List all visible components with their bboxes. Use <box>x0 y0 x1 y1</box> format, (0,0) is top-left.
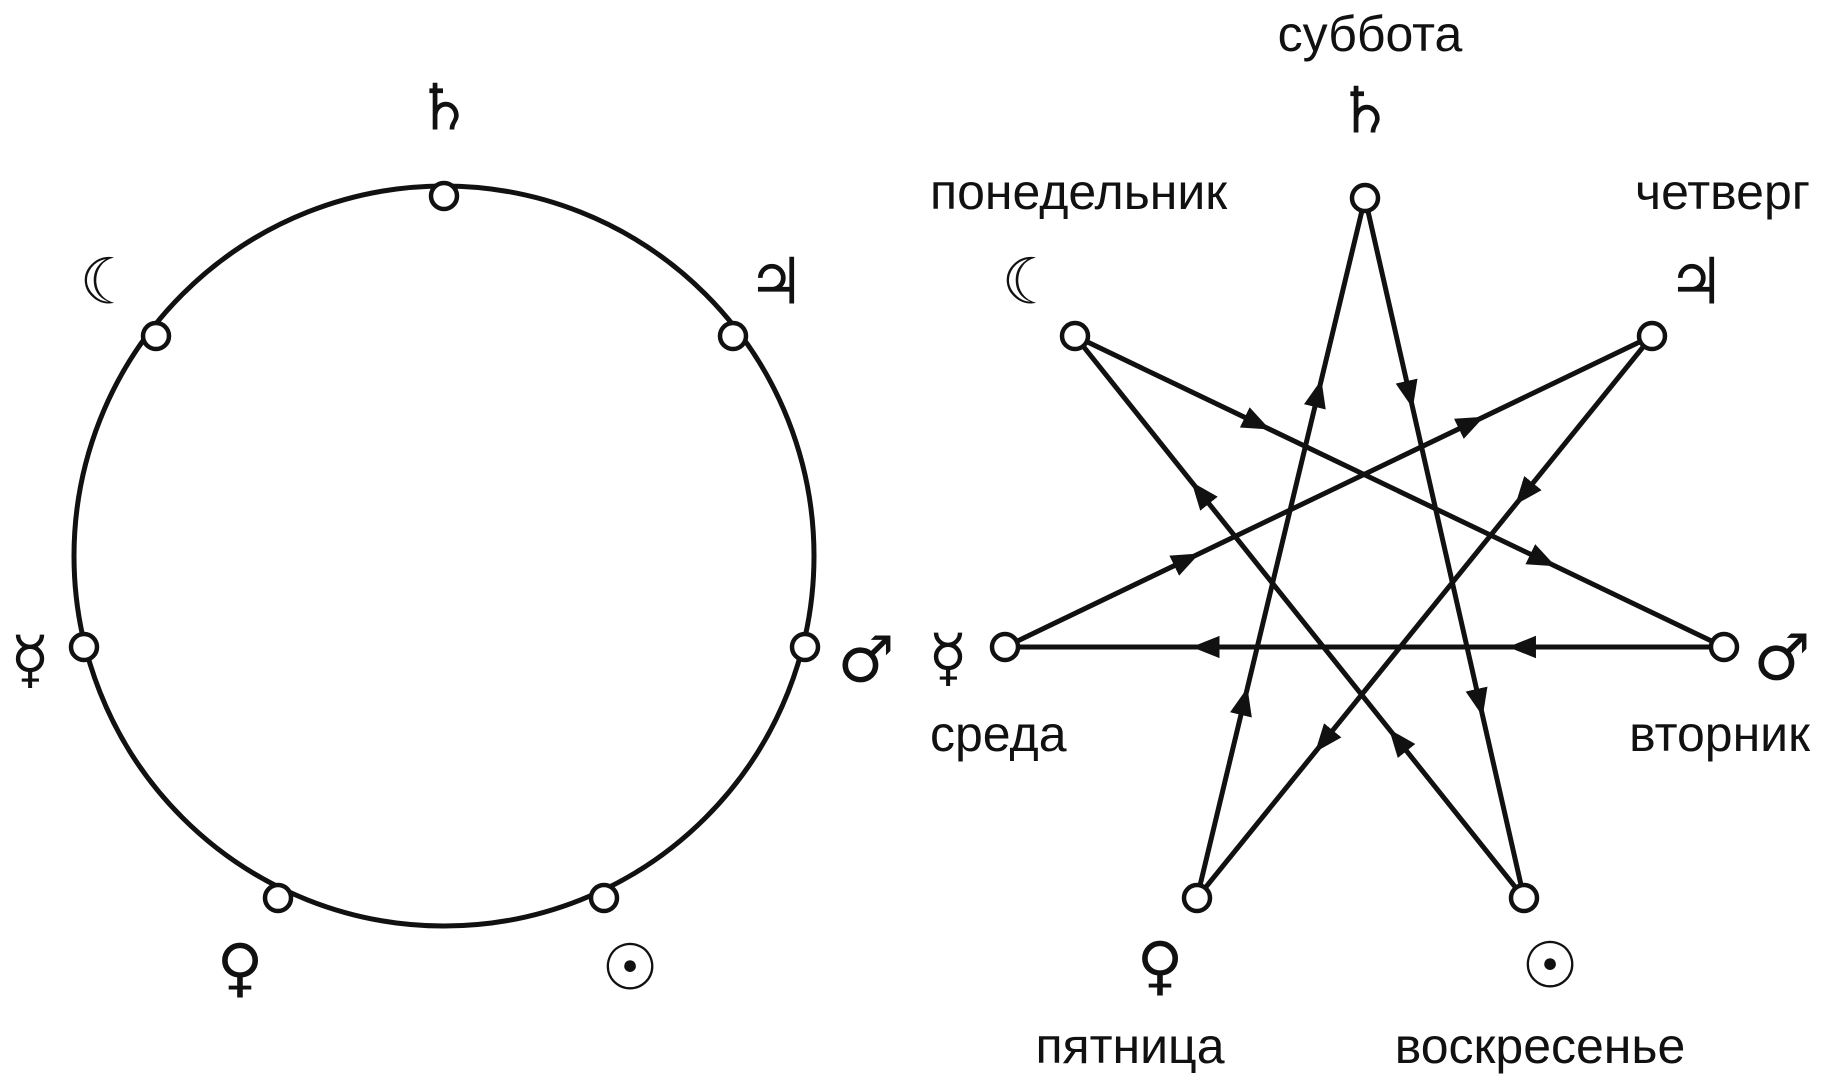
right-node-tuesday <box>1708 631 1740 663</box>
left-node-tuesday <box>789 631 821 663</box>
day-label-sunday: воскресенье <box>1395 1018 1686 1074</box>
mercury-icon: ☿ <box>928 622 967 696</box>
saturn-icon: ♄ <box>1336 75 1393 149</box>
right-node-wednesday <box>989 631 1021 663</box>
edge-monday-to-tuesday <box>1073 333 1726 650</box>
mars-icon: ♂ <box>837 624 894 698</box>
edge-saturday-to-sunday <box>1362 197 1527 899</box>
right-node-saturday <box>1349 182 1381 214</box>
right-node-friday <box>1181 882 1213 914</box>
right-heptagram-diagram: ♄ ♃ ♂ ☉ ♀ ☿ ☾ суббота четверг вторник воскресенье… <box>928 6 1811 1074</box>
orbit-circle <box>71 183 817 929</box>
day-label-friday: пятница <box>1035 1018 1224 1074</box>
left-node-thursday <box>717 320 749 352</box>
saturn-icon: ♄ <box>415 72 472 146</box>
left-circle-diagram: ♄ ♃ ♂ ☉ ♀ ☿ ☾ <box>10 72 894 1006</box>
right-node-thursday <box>1636 320 1668 352</box>
venus-icon: ♀ <box>217 932 264 1006</box>
jupiter-icon: ♃ <box>747 246 804 320</box>
right-node-sunday <box>1508 882 1540 914</box>
day-label-tuesday: вторник <box>1629 706 1811 762</box>
left-node-sunday <box>588 882 620 914</box>
edge-sunday-to-monday <box>1073 334 1526 900</box>
day-label-saturday: суббота <box>1278 6 1463 62</box>
sun-icon: ☉ <box>1521 930 1578 1004</box>
edge-wednesday-to-thursday <box>1003 333 1654 650</box>
right-node-monday <box>1059 320 1091 352</box>
day-label-monday: понедельник <box>930 164 1228 220</box>
moon-icon: ☾ <box>1001 246 1058 320</box>
left-node-wednesday <box>68 631 100 663</box>
left-node-saturday <box>428 180 460 212</box>
day-label-wednesday: среда <box>930 706 1067 762</box>
day-label-thursday: четверг <box>1635 164 1810 220</box>
edge-friday-to-saturday <box>1194 197 1368 899</box>
moon-icon: ☾ <box>79 246 136 320</box>
edge-thursday-to-friday <box>1195 334 1654 900</box>
sun-icon: ☉ <box>601 932 658 1006</box>
left-node-friday <box>262 882 294 914</box>
mercury-icon: ☿ <box>10 624 49 698</box>
venus-icon: ♀ <box>1137 930 1184 1004</box>
jupiter-icon: ♃ <box>1667 246 1724 320</box>
mars-icon: ♂ <box>1753 622 1810 696</box>
left-node-monday <box>140 320 172 352</box>
